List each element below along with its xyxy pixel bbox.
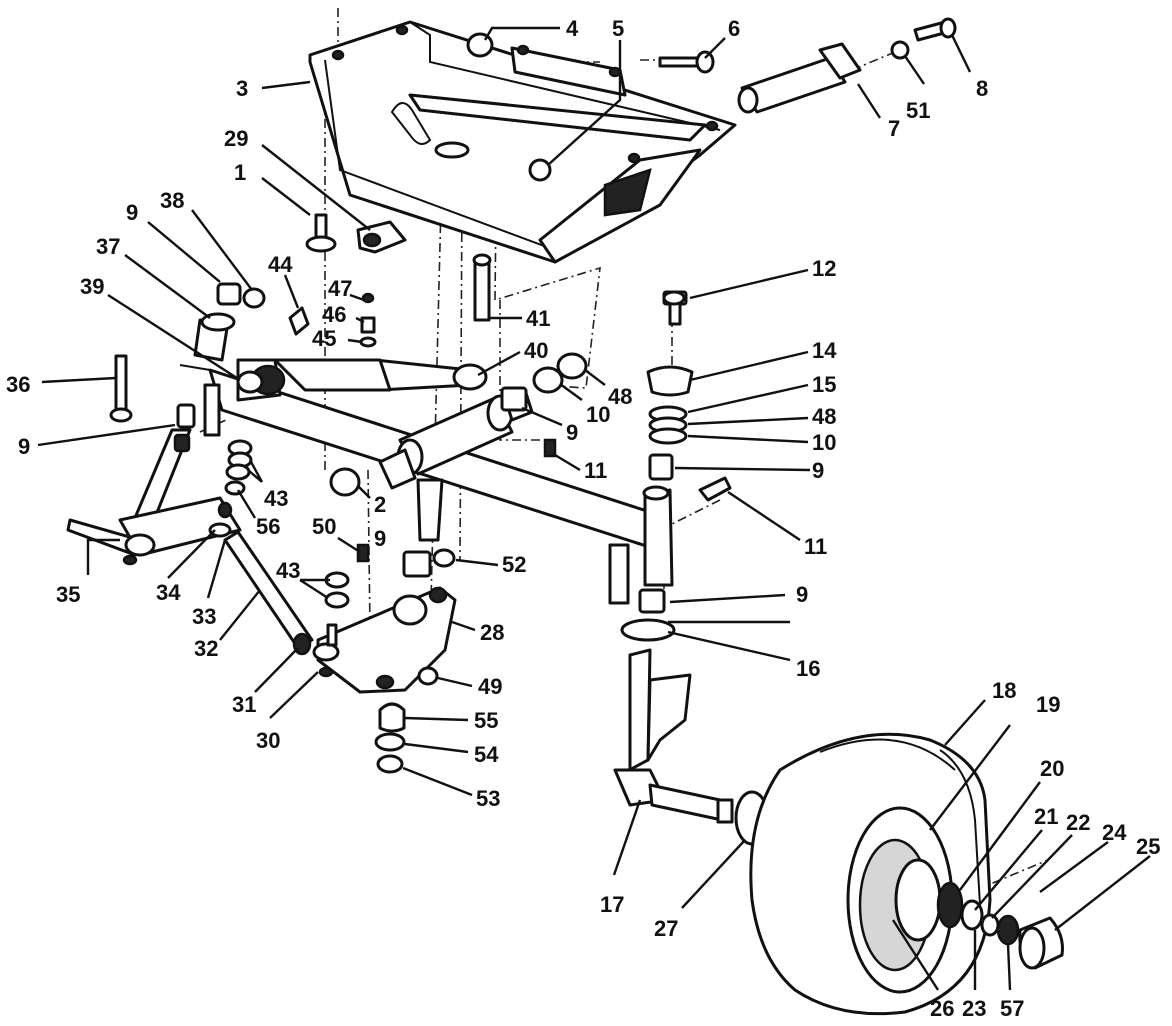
callout-57: 57 — [1000, 996, 1024, 1021]
callout-32: 32 — [194, 636, 218, 661]
callout-43-lower: 43 — [276, 558, 300, 583]
callout-16: 16 — [796, 656, 820, 681]
callout-26: 26 — [930, 996, 954, 1021]
callout-30: 30 — [256, 728, 280, 753]
callout-35: 35 — [56, 582, 80, 607]
callout-47: 47 — [328, 276, 352, 301]
callout-45: 45 — [312, 326, 336, 351]
drag-link — [236, 358, 488, 396]
callout-labels: 4 5 6 3 8 51 7 29 1 9 38 37 44 47 12 39 … — [6, 16, 1160, 1021]
callout-52: 52 — [502, 552, 526, 577]
callout-24: 24 — [1102, 820, 1127, 845]
callout-10-right: 10 — [812, 430, 836, 455]
center-steering-arm — [312, 586, 457, 694]
callout-48-center: 48 — [608, 384, 632, 409]
callout-40: 40 — [524, 338, 548, 363]
callout-leaders — [37, 26, 1151, 991]
callout-55: 55 — [474, 708, 498, 733]
callout-44: 44 — [268, 252, 293, 277]
callout-51: 51 — [906, 98, 930, 123]
callout-9-lower-right: 9 — [796, 582, 808, 607]
callout-41: 41 — [526, 306, 550, 331]
callout-10-center: 10 — [586, 402, 610, 427]
callout-3: 3 — [236, 76, 248, 101]
callout-27: 27 — [654, 916, 678, 941]
callout-22: 22 — [1066, 810, 1090, 835]
mounting-bracket — [308, 20, 737, 264]
callout-18: 18 — [992, 678, 1016, 703]
callout-12: 12 — [812, 256, 836, 281]
right-spindle — [613, 485, 734, 824]
callout-28: 28 — [480, 620, 504, 645]
callout-49: 49 — [478, 674, 502, 699]
callout-31: 31 — [232, 692, 256, 717]
callout-21: 21 — [1034, 804, 1058, 829]
callout-9-upper-left: 9 — [126, 200, 138, 225]
callout-46: 46 — [322, 302, 346, 327]
callout-9-left: 9 — [18, 434, 30, 459]
callout-38: 38 — [160, 188, 184, 213]
callout-53: 53 — [476, 786, 500, 811]
callout-19: 19 — [1036, 692, 1060, 717]
callout-9-right: 9 — [812, 458, 824, 483]
tie-rod — [223, 530, 314, 656]
callout-36: 36 — [6, 372, 30, 397]
wheel-tire-assembly — [749, 732, 1064, 1016]
callout-23: 23 — [962, 996, 986, 1021]
callout-20: 20 — [1040, 756, 1064, 781]
callout-9-center: 9 — [566, 420, 578, 445]
callout-5: 5 — [612, 16, 624, 41]
callout-1: 1 — [234, 160, 246, 185]
callout-17: 17 — [600, 892, 624, 917]
callout-2: 2 — [374, 492, 386, 517]
callout-6: 6 — [728, 16, 740, 41]
callout-33: 33 — [192, 604, 216, 629]
callout-54: 54 — [474, 742, 499, 767]
callout-8: 8 — [976, 76, 988, 101]
callout-50: 50 — [312, 514, 336, 539]
callout-7: 7 — [888, 116, 900, 141]
callout-34: 34 — [156, 580, 181, 605]
callout-43-upper: 43 — [264, 486, 288, 511]
callout-56: 56 — [256, 514, 280, 539]
pivot-pin — [737, 42, 862, 114]
callout-15: 15 — [812, 372, 836, 397]
callout-37: 37 — [96, 234, 120, 259]
callout-39: 39 — [80, 274, 104, 299]
right-kingpin-stack — [620, 290, 732, 642]
callout-11-right: 11 — [804, 534, 827, 559]
callout-11-center: 11 — [584, 458, 607, 483]
callout-4: 4 — [566, 16, 579, 41]
callout-14: 14 — [812, 338, 837, 363]
callout-48-right: 48 — [812, 404, 836, 429]
callout-29: 29 — [224, 126, 248, 151]
callout-25: 25 — [1136, 834, 1160, 859]
callout-9-lower-center: 9 — [374, 526, 386, 551]
